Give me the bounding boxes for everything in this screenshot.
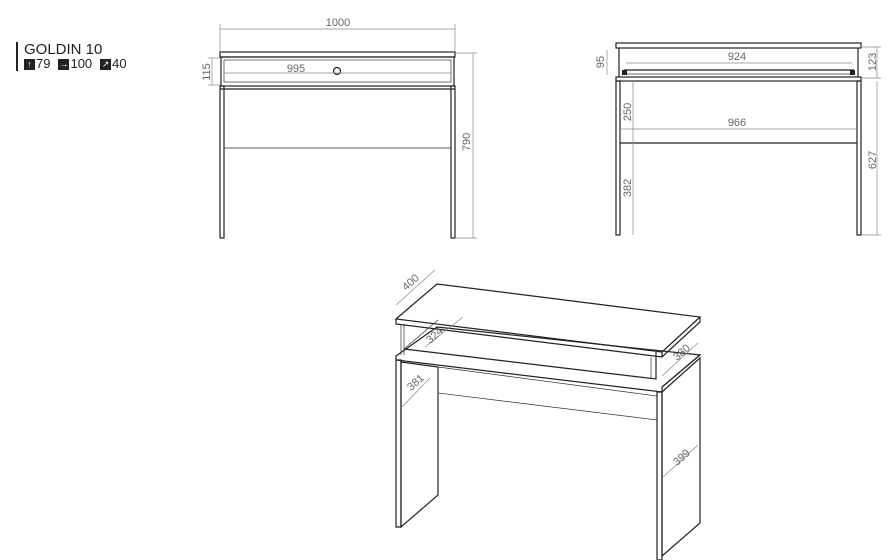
dim-right-leg-depth: 399 [671, 447, 693, 468]
front-top [219, 51, 456, 58]
depth-arrow-icon: ↗ [100, 58, 112, 70]
front-right-leg [450, 85, 456, 239]
width-value: 100 [70, 56, 93, 71]
dim-drawer-inner-width: 924 [728, 51, 746, 63]
dim-leg-depth: 381 [405, 372, 427, 393]
iso-left-leg-front [395, 359, 402, 528]
front-left-leg [219, 85, 225, 239]
iso-right-leg-side [661, 356, 701, 558]
runner-left [622, 70, 627, 75]
product-title-block: GOLDIN 10 ↑79 →100 ↗40 [16, 42, 127, 71]
dim-leg-height: 627 [867, 151, 879, 169]
dim-top-height: 123 [867, 53, 879, 71]
iso-left-leg-side [400, 361, 439, 529]
height-arrow-icon: ↑ [24, 58, 35, 70]
front-drawer [223, 59, 452, 83]
dim-lower-gap: 382 [622, 179, 634, 197]
front-drawer-frame [220, 56, 455, 87]
iso-drawer-side [403, 319, 439, 350]
front-view: 1000 995 115 790 [201, 17, 477, 239]
dim-upper-gap: 250 [622, 103, 634, 121]
product-name: GOLDIN 10 [24, 41, 103, 58]
dim-inner-width: 966 [728, 117, 746, 129]
iso-top-surface [394, 283, 702, 353]
dim-drawer-height: 115 [201, 63, 213, 81]
side-shelf [615, 76, 862, 82]
drawer-knob [332, 66, 342, 76]
isometric-view: 400 324 381 380 399 [394, 269, 702, 560]
dim-depth: 400 [400, 272, 422, 293]
height-value: 79 [36, 56, 51, 71]
side-right-leg [856, 80, 862, 236]
side-view: 924 966 95 123 250 382 627 [595, 42, 881, 236]
dim-drawer-width: 995 [287, 63, 305, 75]
side-top [615, 42, 862, 49]
dim-front-height: 790 [461, 133, 473, 151]
iso-right-leg-front [656, 391, 663, 560]
width-arrow-icon: → [58, 58, 70, 70]
runner-right [850, 70, 855, 75]
side-left-leg [615, 80, 621, 236]
dim-drawer-height-side: 95 [595, 56, 607, 68]
depth-value: 40 [112, 56, 127, 71]
dim-front-width: 1000 [326, 17, 350, 29]
